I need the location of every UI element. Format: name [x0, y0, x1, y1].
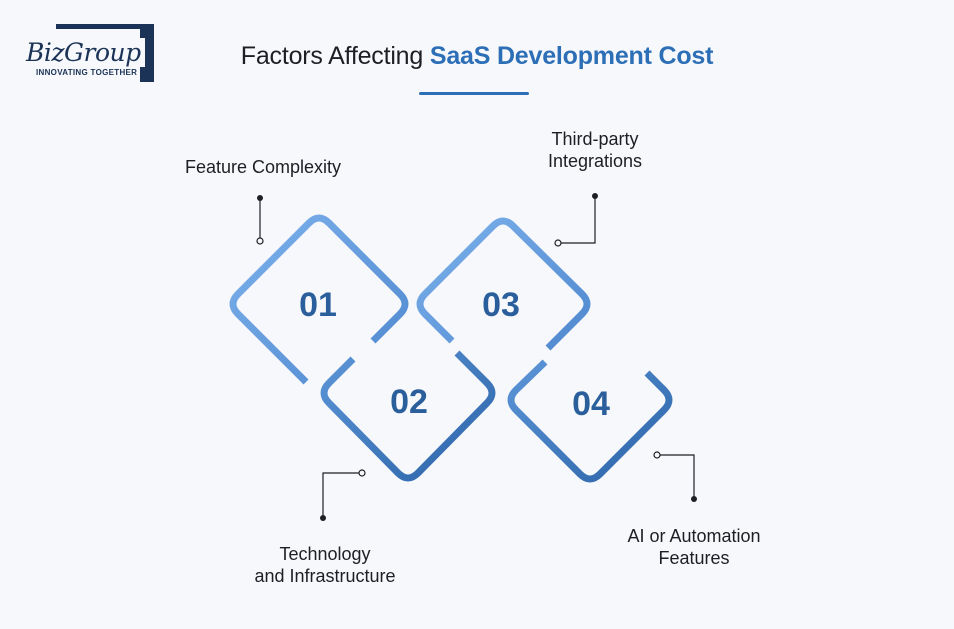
title-prefix: Factors Affecting [240, 42, 430, 70]
connector-03 [554, 193, 598, 247]
factor-label-04-line2: Features [658, 548, 730, 568]
factor-label-03: Third-party Integrations [520, 128, 670, 172]
diamond-03 [416, 217, 591, 351]
factor-label-01: Feature Complexity [185, 157, 342, 177]
logo-wordmark: BizGroup [26, 38, 145, 67]
title-highlight: SaaS Development Cost [429, 42, 714, 70]
title-underline [419, 92, 529, 95]
factor-label-03-line1: Third-party [551, 129, 639, 149]
factor-label-04-line1: AI or Automation [627, 526, 761, 546]
logo-tagline: INNOVATING TOGETHER [36, 68, 140, 77]
connector-02 [320, 469, 366, 521]
factor-label-04: AI or Automation Features [608, 525, 780, 569]
factor-label-02: Technology and Infrastructure [235, 543, 415, 587]
diamond-01 [229, 214, 409, 385]
factor-number-03: 03 [482, 286, 520, 324]
factor-number-01: 01 [299, 286, 337, 324]
diamond-04 [507, 359, 673, 483]
factor-label-03-line2: Integrations [547, 151, 643, 171]
bizgroup-logo: BizGroup INNOVATING TOGETHER [26, 24, 162, 86]
diamond-02 [320, 350, 496, 482]
factor-number-04: 04 [572, 385, 610, 423]
connector-04 [653, 451, 697, 502]
page-title: Factors Affecting SaaS Development Cost [0, 42, 954, 71]
factor-label-02-line1: Technology [279, 544, 371, 564]
factor-label-02-line2: and Infrastructure [254, 566, 396, 586]
connector-01 [256, 195, 264, 245]
factor-number-02: 02 [390, 383, 428, 421]
